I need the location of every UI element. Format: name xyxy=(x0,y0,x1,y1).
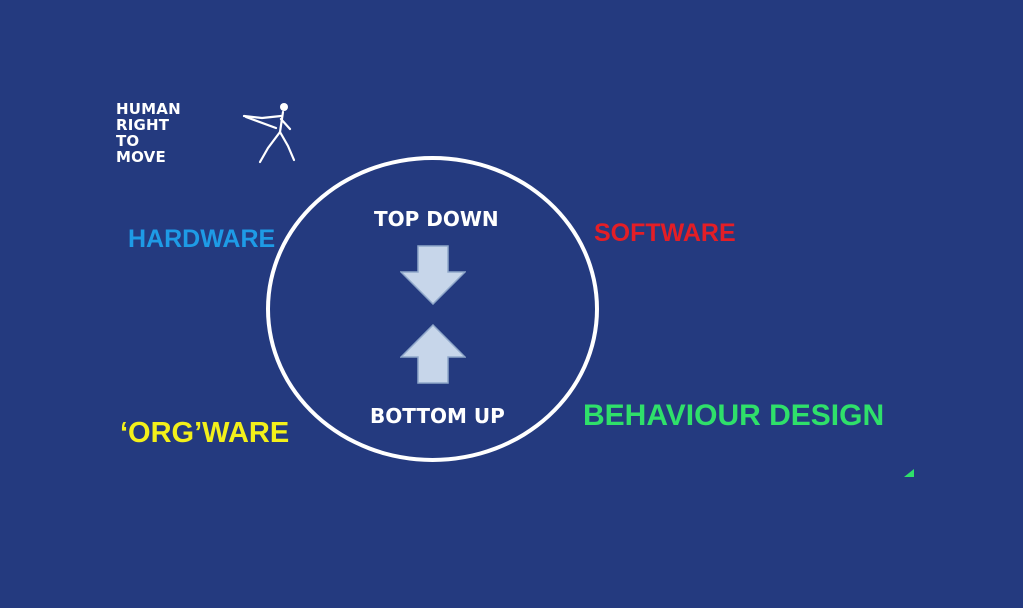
arrow-down-icon xyxy=(400,245,466,305)
logo-line-move: MOVE xyxy=(116,148,166,166)
top-down-label: TOP DOWN xyxy=(374,207,499,231)
logo-wordmark: HUMAN RIGHT TO MOVE xyxy=(116,101,181,165)
center-circle xyxy=(266,156,599,462)
stick-figure-walking-icon xyxy=(242,103,296,164)
behaviour-design-label: BEHAVIOUR DESIGN xyxy=(583,399,885,432)
corner-mark-decoration xyxy=(904,469,914,477)
logo-line-right: RIGHT xyxy=(116,116,170,134)
arrow-up-icon xyxy=(400,324,466,384)
logo-line-to: TO xyxy=(116,132,140,150)
bottom-up-label: BOTTOM UP xyxy=(370,404,505,428)
logo-line-human: HUMAN xyxy=(116,100,181,118)
hardware-label: HARDWARE xyxy=(128,225,276,253)
orgware-label: ‘ORG’WARE xyxy=(120,417,290,449)
software-label: SOFTWARE xyxy=(594,219,736,247)
